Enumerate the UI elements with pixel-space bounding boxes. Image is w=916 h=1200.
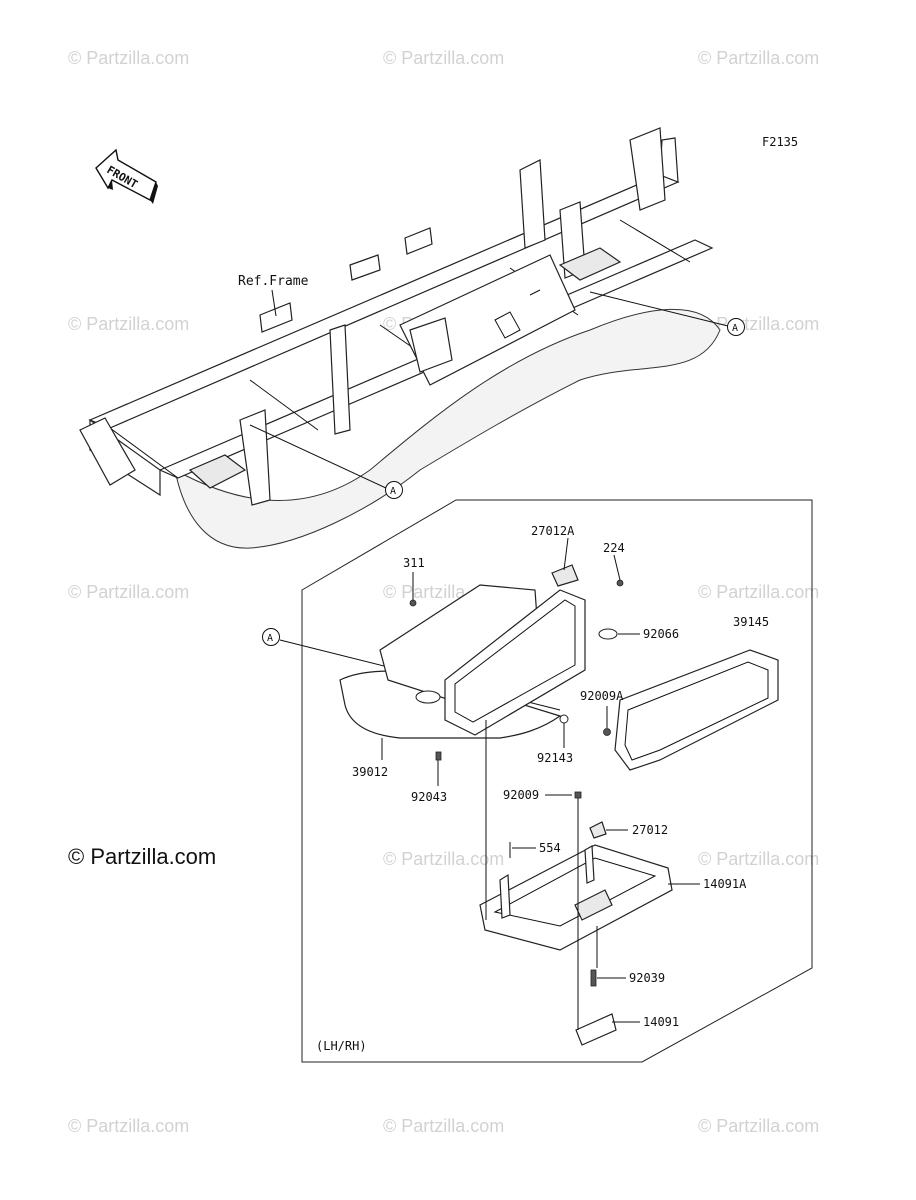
callout-39145: 39145 bbox=[733, 615, 769, 629]
callout-14091a: 14091A bbox=[703, 877, 747, 891]
callout-92066: 92066 bbox=[643, 627, 679, 641]
brand-mark: © Partzilla.com bbox=[68, 844, 216, 869]
detail-box bbox=[301, 499, 813, 1063]
callout-224: 224 bbox=[603, 541, 625, 555]
watermark: © Partzilla.com bbox=[698, 849, 819, 869]
ref-frame-label: Ref.Frame bbox=[238, 274, 309, 289]
callout-554: 554 bbox=[539, 841, 561, 855]
callout-27012a: 27012A bbox=[531, 524, 575, 538]
callout-14091: 14091 bbox=[643, 1015, 679, 1029]
callout-92143: 92143 bbox=[537, 751, 573, 765]
svg-text:A: A bbox=[267, 633, 273, 644]
reference-marker-a: A bbox=[249, 424, 403, 499]
watermark: © Partzilla.com bbox=[698, 582, 819, 602]
callout-27012: 27012 bbox=[632, 823, 668, 837]
callout-311: 311 bbox=[403, 556, 425, 570]
watermark: © Partzilla.com bbox=[68, 582, 189, 602]
watermark: © Partzilla.com bbox=[698, 48, 819, 68]
watermark: © Partzilla.com bbox=[383, 1116, 504, 1136]
callout-92039: 92039 bbox=[629, 971, 665, 985]
callout-labels: 27012A 224 311 92066 39145 92009A 92143 … bbox=[352, 524, 769, 1029]
watermark: © Partzilla.com bbox=[383, 849, 504, 869]
callout-92009: 92009 bbox=[503, 788, 539, 802]
vehicle-frame bbox=[79, 127, 721, 549]
callout-92009a: 92009A bbox=[580, 689, 624, 703]
watermark-layer: © Partzilla.com © Partzilla.com © Partzi… bbox=[68, 48, 819, 1136]
watermark: © Partzilla.com bbox=[68, 314, 189, 334]
svg-text:A: A bbox=[732, 323, 738, 334]
reference-marker-a: A bbox=[589, 291, 745, 336]
variant-note: (LH/RH) bbox=[316, 1039, 367, 1053]
front-arrow-icon: FRONT bbox=[95, 148, 158, 204]
battery-case-assembly bbox=[339, 564, 779, 1046]
figure-code: F2135 bbox=[762, 135, 798, 149]
watermark: © Partzilla.com bbox=[68, 48, 189, 68]
callout-leaders bbox=[381, 537, 700, 1023]
callout-39012: 39012 bbox=[352, 765, 388, 779]
svg-text:A: A bbox=[390, 486, 396, 497]
watermark: © Partzilla.com bbox=[698, 1116, 819, 1136]
callout-92043: 92043 bbox=[411, 790, 447, 804]
watermark: © Partzilla.com bbox=[68, 1116, 189, 1136]
watermark: © Partzilla.com bbox=[383, 48, 504, 68]
